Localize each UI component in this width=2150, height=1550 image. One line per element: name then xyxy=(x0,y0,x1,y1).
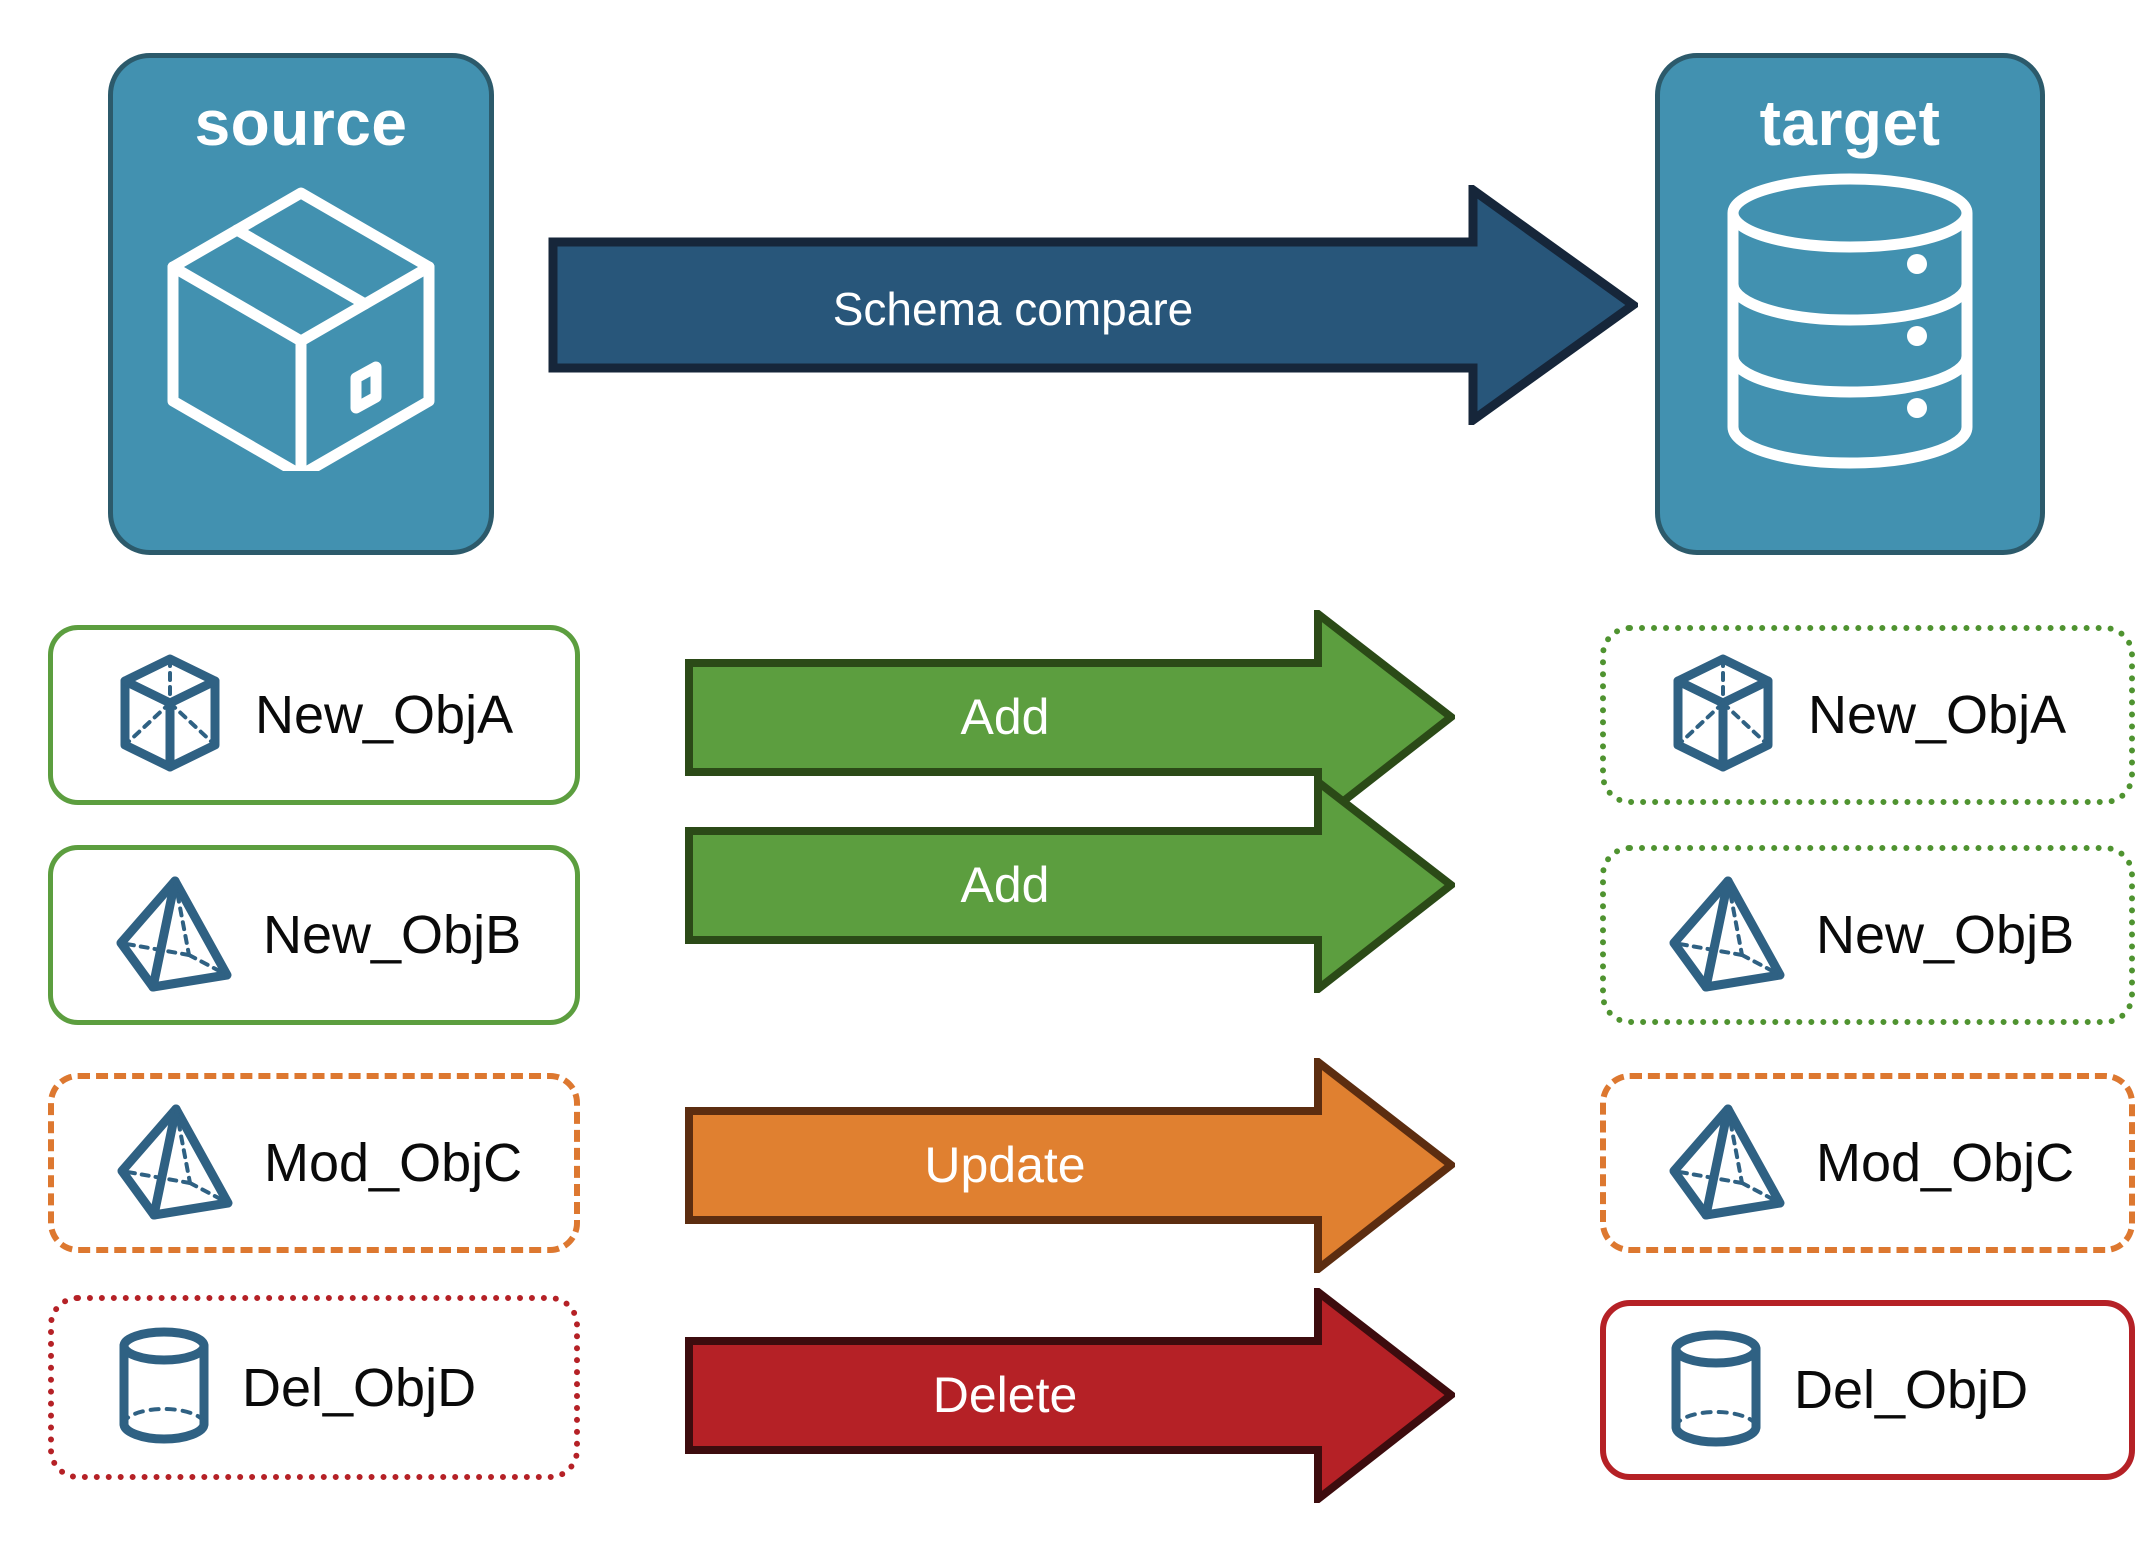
wireframe-pyramid-icon xyxy=(116,1101,234,1226)
wireframe-pyramid-icon xyxy=(1668,1101,1786,1226)
target-object-card-new-obja[interactable]: New_ObjA xyxy=(1600,625,2135,805)
wireframe-cube-icon xyxy=(115,653,225,778)
source-title: source xyxy=(194,87,408,159)
target-object-label: New_ObjA xyxy=(1808,685,2067,745)
target-object-label: Del_ObjD xyxy=(1794,1360,2029,1420)
source-object-label: New_ObjA xyxy=(255,685,514,745)
add-arrow-row-b xyxy=(685,773,1458,998)
database-cylinder-icon xyxy=(1705,171,1995,476)
source-object-card-new-obja[interactable]: New_ObjA xyxy=(48,625,580,805)
target-object-card-del-objd[interactable]: Del_ObjD xyxy=(1600,1300,2135,1480)
target-object-card-new-objb[interactable]: New_ObjB xyxy=(1600,845,2135,1025)
add-arrow-row-a xyxy=(685,605,1458,830)
wireframe-pyramid-icon xyxy=(1668,873,1786,998)
target-object-label: Mod_ObjC xyxy=(1816,1133,2075,1193)
source-object-card-mod-objc[interactable]: Mod_ObjC xyxy=(48,1073,580,1253)
wireframe-cube-icon xyxy=(1668,653,1778,778)
package-box-icon xyxy=(151,171,451,481)
delete-arrow-row-d xyxy=(685,1283,1458,1508)
target-title: target xyxy=(1759,87,1941,159)
source-object-label: Mod_ObjC xyxy=(264,1133,523,1193)
wireframe-pyramid-icon xyxy=(115,873,233,998)
wireframe-cylinder-icon xyxy=(1668,1327,1764,1454)
source-object-card-new-objb[interactable]: New_ObjB xyxy=(48,845,580,1025)
target-endpoint-card: target xyxy=(1655,53,2045,555)
source-endpoint-card: source xyxy=(108,53,494,555)
source-object-card-del-objd[interactable]: Del_ObjD xyxy=(48,1295,580,1480)
target-object-card-mod-objc[interactable]: Mod_ObjC xyxy=(1600,1073,2135,1253)
schema-compare-arrow xyxy=(548,181,1641,429)
source-object-label: Del_ObjD xyxy=(242,1357,477,1418)
target-object-label: New_ObjB xyxy=(1816,905,2075,965)
source-object-label: New_ObjB xyxy=(263,905,522,965)
wireframe-cylinder-icon xyxy=(116,1324,212,1451)
update-arrow-row-c xyxy=(685,1053,1458,1278)
